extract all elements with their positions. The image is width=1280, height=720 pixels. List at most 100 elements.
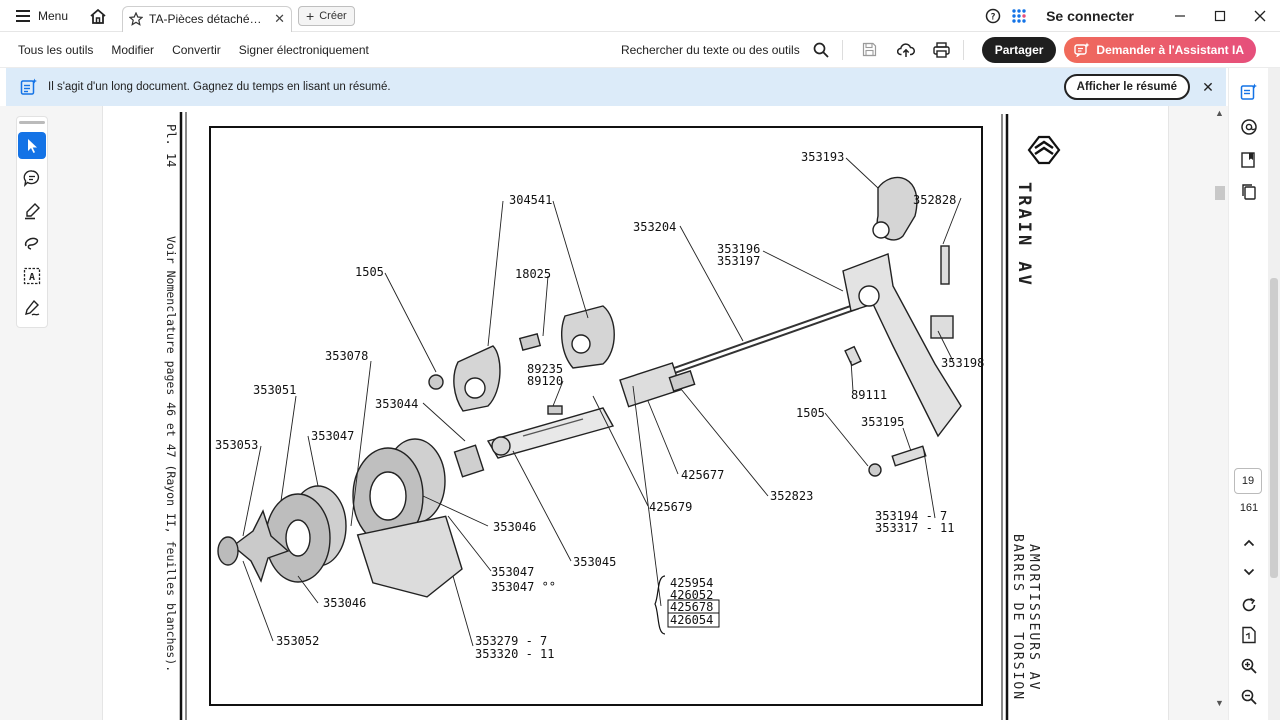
pdf-page[interactable]: Pl. 14 Voir Nomenclature pages 46 et 47 … <box>102 106 1169 720</box>
bookmarks-panel-button[interactable] <box>1237 148 1261 172</box>
comment-at-icon <box>1241 119 1257 135</box>
previous-page-button[interactable] <box>1237 531 1261 555</box>
toolbar-right: Rechercher du texte ou des outils Partag… <box>621 32 1280 68</box>
part-label: 89111 <box>851 388 887 402</box>
group-part-label: 426052 <box>670 588 713 602</box>
summary-icon <box>20 78 37 95</box>
ai-assistant-button[interactable]: Demander à l'Assistant IA <box>1064 36 1256 63</box>
tab-close-icon[interactable]: ✕ <box>274 11 286 26</box>
part-label: 353196 <box>717 242 760 256</box>
rotate-button[interactable] <box>1237 593 1261 617</box>
close-window-button[interactable] <box>1240 0 1280 32</box>
part-label: 353047 <box>491 565 534 579</box>
zoom-out-button[interactable] <box>1237 685 1261 709</box>
left-tool-panel: A <box>16 116 48 328</box>
sign-tool-button[interactable] <box>18 295 46 323</box>
pages-panel-button[interactable] <box>1237 180 1261 204</box>
summary-panel-button[interactable] <box>1237 80 1261 104</box>
toolbar-separator <box>841 39 843 60</box>
show-summary-button[interactable]: Afficher le résumé <box>1063 74 1190 100</box>
search-tools-field[interactable]: Rechercher du texte ou des outils <box>620 42 800 57</box>
scroll-up-arrow-icon[interactable]: ▲ <box>1215 108 1224 118</box>
print-button[interactable] <box>927 35 957 65</box>
part-label: 1505 <box>796 406 825 420</box>
scroll-down-arrow-icon[interactable]: ▼ <box>1215 698 1224 708</box>
document-tab[interactable]: TA-Pièces détachées ... ✕ <box>122 5 293 32</box>
summary-banner: Il s'agit d'un long document. Gagnez du … <box>6 68 1226 106</box>
home-icon <box>90 8 106 24</box>
part-label: 353051 <box>253 383 296 397</box>
plus-icon: + <box>306 7 315 24</box>
panel-grip[interactable] <box>19 121 45 124</box>
group-part-label: 425678 <box>670 600 713 614</box>
home-button[interactable] <box>84 2 112 30</box>
page-fit-button[interactable] <box>1237 623 1261 647</box>
part-label: 353198 <box>941 356 984 370</box>
hamburger-icon <box>16 9 30 22</box>
scroll-thumb[interactable] <box>1215 186 1225 200</box>
rotate-icon <box>1242 597 1256 612</box>
current-page-field[interactable]: 19 <box>1234 468 1262 494</box>
part-label: 353044 <box>375 397 418 411</box>
document-scrollbar[interactable]: ▲ ▼ <box>1212 106 1228 712</box>
toolbar-edit[interactable]: Modifier <box>111 42 155 57</box>
toolbar-all-tools[interactable]: Tous les outils <box>18 42 94 57</box>
menu-button[interactable]: Menu <box>0 0 78 32</box>
part-label: 353078 <box>325 349 368 363</box>
close-icon <box>1254 10 1266 21</box>
help-button[interactable]: ? <box>980 3 1006 29</box>
fit-page-icon <box>1242 626 1256 644</box>
title-bar-right: ? Se connecter <box>980 0 1280 32</box>
comment-icon <box>23 170 40 188</box>
upload-cloud-button[interactable] <box>891 35 921 65</box>
signin-button[interactable]: Se connecter <box>1046 7 1134 24</box>
maximize-button[interactable] <box>1200 0 1240 32</box>
create-label: Créer <box>319 9 347 22</box>
part-label: 89235 <box>527 362 563 376</box>
toolbar-convert[interactable]: Convertir <box>172 42 221 57</box>
draw-tool-button[interactable] <box>18 230 46 258</box>
zoom-in-icon <box>1241 658 1257 674</box>
ai-assistant-icon <box>1074 42 1090 57</box>
group-part-label: 425954 <box>670 576 713 590</box>
part-label: 353197 <box>717 254 760 268</box>
part-label: 353194 - 7 <box>875 509 947 523</box>
svg-text:A: A <box>29 272 35 283</box>
select-tool-button[interactable] <box>18 131 46 160</box>
next-page-button[interactable] <box>1237 560 1261 584</box>
search-button[interactable] <box>806 35 836 65</box>
banner-close-icon[interactable]: ✕ <box>1202 78 1214 95</box>
part-label: 18025 <box>515 267 551 281</box>
tab-title: TA-Pièces détachées ... <box>149 12 269 26</box>
title-bar: Menu TA-Pièces détachées ... ✕ + Créer ? <box>0 0 1280 32</box>
toolbar-sign[interactable]: Signer électroniquement <box>238 42 369 57</box>
create-button[interactable]: + Créer <box>298 5 355 26</box>
part-label: 353195 <box>861 415 904 429</box>
share-button[interactable]: Partager <box>981 36 1057 63</box>
comment-tool-button[interactable] <box>18 164 46 192</box>
chevron-down-icon <box>1243 568 1255 576</box>
star-icon[interactable] <box>129 12 144 26</box>
comments-panel-button[interactable] <box>1237 115 1261 139</box>
save-button[interactable] <box>855 35 885 65</box>
ai-assistant-label: Demander à l'Assistant IA <box>1096 42 1244 57</box>
apps-button[interactable] <box>1006 3 1032 29</box>
part-label: 353046 <box>323 596 366 610</box>
plate-label: Pl. 14 <box>164 124 178 167</box>
save-icon <box>863 42 877 57</box>
window-scroll-thumb[interactable] <box>1270 278 1278 578</box>
part-label: 353047 <box>311 429 354 443</box>
text-box-tool-button[interactable]: A <box>18 262 46 290</box>
part-label: 353317 - 11 <box>875 521 954 535</box>
highlighter-icon <box>25 202 40 220</box>
section-title: TRAIN AV <box>1014 182 1034 288</box>
minimize-button[interactable] <box>1160 0 1200 32</box>
zoom-in-button[interactable] <box>1237 654 1261 678</box>
side-note: Voir Nomenclature pages 46 et 47 (Rayon … <box>164 236 178 672</box>
highlight-tool-button[interactable] <box>18 197 46 225</box>
part-label: 353047 °° <box>491 580 556 594</box>
part-labels: 353193 352828 304541 353204 353196 35319… <box>215 150 984 661</box>
svg-text:?: ? <box>990 12 995 22</box>
search-icon <box>813 42 829 58</box>
window-scrollbar[interactable] <box>1268 68 1280 720</box>
